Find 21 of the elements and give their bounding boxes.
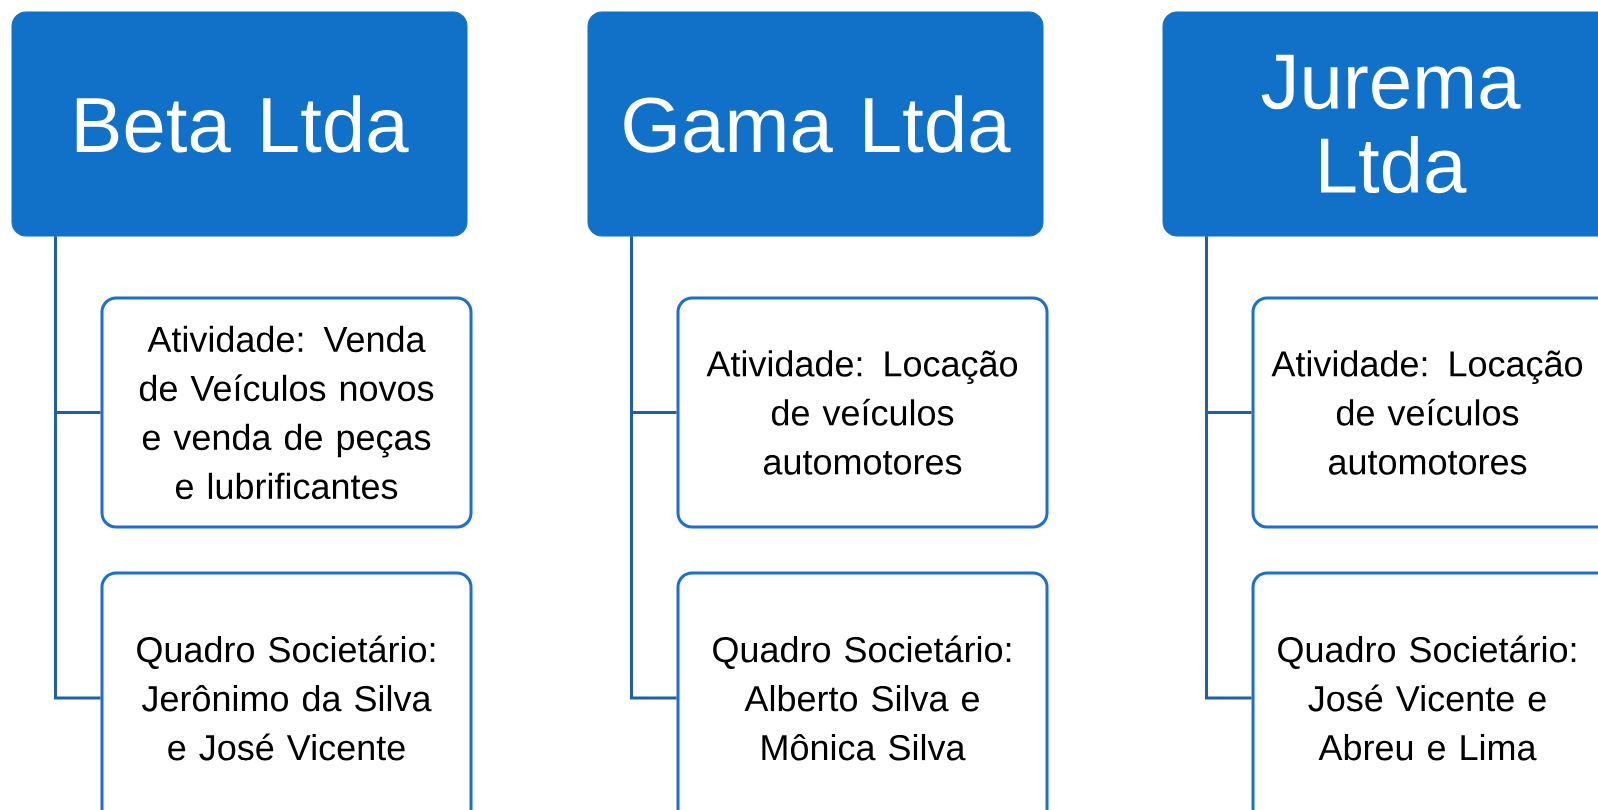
info-box bbox=[1251, 296, 1598, 529]
company-box bbox=[1162, 11, 1598, 237]
company-box bbox=[587, 11, 1044, 237]
info-box bbox=[676, 571, 1049, 810]
node-label: Atividade: Locação de veículos automotores bbox=[1271, 350, 1583, 475]
info-box bbox=[1251, 571, 1598, 810]
node-label: Jurema Ltda bbox=[1261, 54, 1521, 194]
connector-line bbox=[1205, 236, 1252, 700]
connector-line bbox=[630, 236, 677, 700]
node-label: Quadro Societário: José Vicente e Abreu e Lima bbox=[1278, 635, 1576, 761]
node-label: Quadro Societário: Jerônimo da Silva e José Vicente bbox=[137, 635, 435, 761]
node-label: Atividade: Locação de veículos automotores bbox=[706, 350, 1018, 475]
node-label: Atividade: Venda de Veículos novos e venda de peças e lubrificantes bbox=[139, 325, 434, 500]
company-box bbox=[11, 11, 468, 237]
info-box bbox=[100, 571, 473, 810]
info-box bbox=[676, 296, 1049, 529]
connector-line bbox=[54, 236, 101, 700]
info-box bbox=[100, 296, 473, 529]
node-label: Gama Ltda bbox=[624, 95, 1011, 153]
node-label: Quadro Societário: Alberto Silva e Mônica Silva bbox=[713, 635, 1011, 761]
node-label: Beta Ltda bbox=[76, 95, 409, 153]
